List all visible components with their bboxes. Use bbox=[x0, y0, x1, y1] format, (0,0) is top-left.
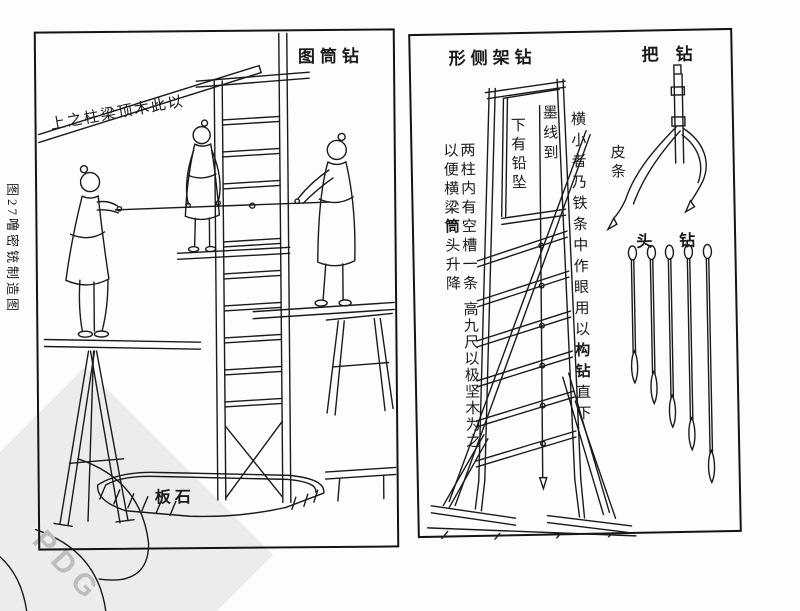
panel-right-title: 形侧架钻 bbox=[448, 47, 537, 69]
drill-scene-illustration bbox=[37, 32, 397, 527]
watermark-calligraphy-strokes bbox=[0, 458, 150, 611]
note-text-bold: 构钻 bbox=[573, 341, 590, 385]
stone-slab-label: 板石 bbox=[154, 489, 195, 507]
worker-left bbox=[65, 164, 123, 338]
plumb-line bbox=[538, 104, 548, 491]
sawhorse-left bbox=[53, 350, 135, 527]
note-text-bold: 筒 bbox=[442, 218, 460, 238]
drill-bits bbox=[627, 243, 716, 484]
bit-label-head: 头 bbox=[636, 233, 653, 251]
side-frame bbox=[448, 78, 611, 516]
note-text: 头升降 bbox=[443, 237, 461, 295]
note-ink-line: 墨线到 bbox=[540, 104, 558, 165]
watermark-diamond bbox=[0, 366, 274, 611]
low-bench bbox=[324, 466, 397, 502]
worker-middle bbox=[176, 119, 291, 261]
drill-side-view-illustration bbox=[426, 64, 716, 542]
note-text: 直下 bbox=[573, 383, 591, 427]
note-slot-groove-2: 以便横梁筒头升降 bbox=[441, 142, 461, 295]
drill-handle bbox=[606, 64, 707, 232]
frame-base bbox=[426, 400, 637, 542]
panel-drill-parts: 形侧架钻 把钻 以便横梁筒头升降 两柱内有空槽一条 高九尺以极坚木为之 下有铅坠… bbox=[408, 27, 742, 542]
figure-number: 图27 bbox=[5, 183, 20, 219]
leather-strap-label: 皮条 bbox=[608, 144, 626, 183]
note-text: 以便横梁 bbox=[441, 142, 459, 219]
note-slot-groove-1: 两柱内有空槽一条 bbox=[458, 141, 478, 295]
panel-drill-scene: 图筒钻 上之柱梁顶木此以 板石 bbox=[33, 28, 400, 551]
scaffold-planks bbox=[43, 301, 395, 350]
margin-caption: 图27噜密铳制造图 bbox=[4, 183, 23, 393]
top-beams bbox=[37, 64, 310, 144]
drill-handle-title: 把钻 bbox=[641, 44, 710, 65]
figure-title: 噜密铳制造图 bbox=[5, 218, 20, 315]
note-plumb-bob: 下有铅坠 bbox=[508, 116, 527, 194]
drill-frame bbox=[213, 32, 292, 504]
drill-crossbar bbox=[114, 201, 330, 211]
worker-right bbox=[294, 132, 356, 307]
stone-slab bbox=[96, 471, 325, 518]
bit-label-drill: 钻 bbox=[679, 232, 696, 250]
note-frame-height: 高九尺以极坚木为之 bbox=[461, 300, 481, 450]
trestle-right bbox=[325, 312, 394, 416]
panel-left-title: 图筒钻 bbox=[297, 46, 365, 67]
